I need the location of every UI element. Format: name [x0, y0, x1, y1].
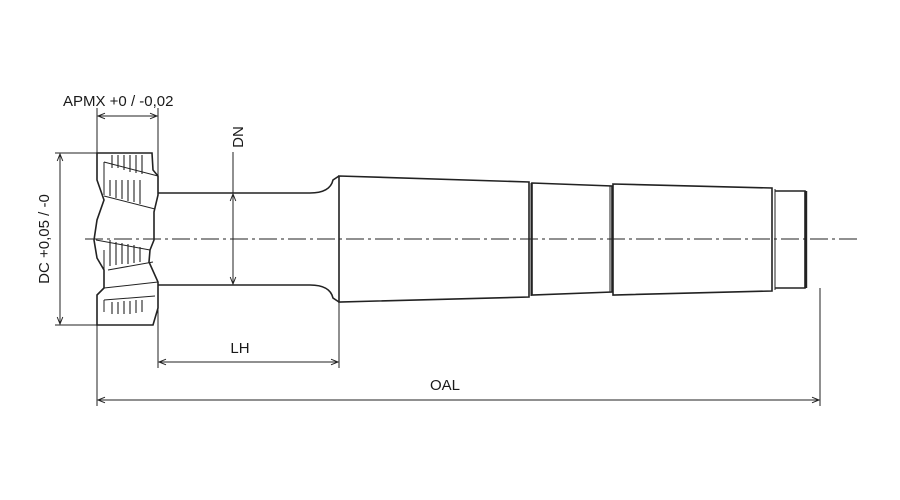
- shank-section-1: [338, 175, 530, 303]
- shank-section-2: [612, 183, 773, 296]
- neck: [158, 175, 340, 303]
- dc-label: DC +0,05 / -0: [36, 194, 53, 284]
- shank-groove: [531, 182, 613, 296]
- dn-label: DN: [230, 126, 247, 148]
- cutter-head: [93, 152, 159, 326]
- apmx-label: APMX +0 / -0,02: [63, 93, 173, 110]
- dimension-oal: OAL: [96, 288, 821, 406]
- dimension-dn: DN: [230, 126, 247, 284]
- lh-label: LH: [230, 340, 249, 357]
- dimension-dc: DC +0,05 / -0: [36, 152, 97, 326]
- dimension-lh: LH: [157, 285, 340, 368]
- dimension-apmx: APMX +0 / -0,02: [63, 93, 173, 176]
- oal-label: OAL: [430, 377, 460, 394]
